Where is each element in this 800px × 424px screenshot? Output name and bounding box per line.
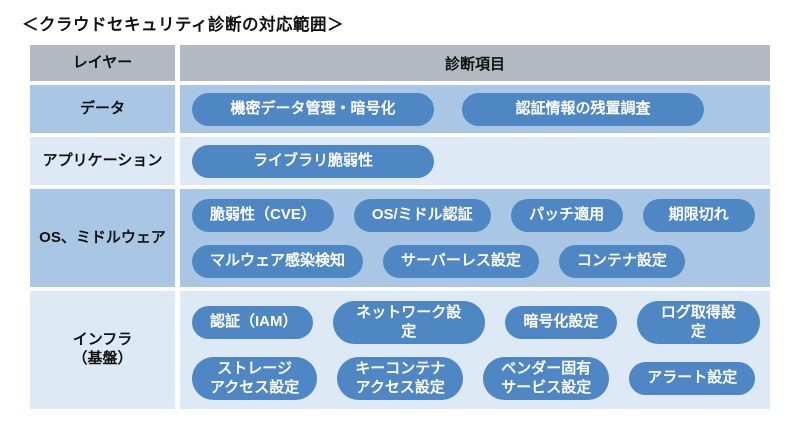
diagnosis-item-pill: OS/ミドル認証 [353,198,491,232]
items-cell-application: ライブラリ脆弱性 [180,137,770,185]
pill-row: ストレージ アクセス設定 キーコンテナ アクセス設定 ベンダー固有 サービス設定… [192,356,760,400]
diagnosis-item-pill: アラート設定 [629,361,756,395]
table-row-infrastructure: インフラ （基盤） 認証（IAM） ネットワーク設定 暗号化設定 ログ取得設定 … [30,291,770,409]
diagnosis-item-pill: ネットワーク設定 [332,300,485,344]
table-row-data: データ 機密データ管理・暗号化 認証情報の残置調査 [30,85,770,133]
diagnosis-item-pill: マルウェア感染検知 [192,244,364,278]
diagnosis-item-pill: 脆弱性（CVE） [192,198,334,232]
items-cell-os-middleware: 脆弱性（CVE） OS/ミドル認証 パッチ適用 期限切れ マルウェア感染検知 サ… [180,189,770,287]
diagnosis-item-pill: ログ取得設定 [636,300,760,344]
diagnosis-item-pill: サーバーレス設定 [383,244,539,278]
layer-label-os-middleware: OS、ミドルウェア [30,189,175,287]
diagnosis-item-pill: キーコンテナ アクセス設定 [337,356,464,400]
pill-row: ライブラリ脆弱性 [192,144,760,178]
diagnosis-item-pill: ストレージ アクセス設定 [192,356,318,400]
page-title: ＜クラウドセキュリティ診断の対応範囲＞ [22,16,345,34]
diagnosis-item-pill: 認証（IAM） [192,305,313,339]
column-header-items: 診断項目 [180,45,770,81]
diagnosis-item-pill: 機密データ管理・暗号化 [192,92,434,126]
layer-label-infrastructure: インフラ （基盤） [30,291,175,409]
diagnosis-item-pill: ライブラリ脆弱性 [192,144,434,178]
diagnosis-item-pill: パッチ適用 [510,198,623,232]
table-header-row: レイヤー 診断項目 [30,45,770,81]
pill-row: 機密データ管理・暗号化 認証情報の残置調査 [192,92,760,126]
layer-label-data: データ [30,85,175,133]
pill-row: 認証（IAM） ネットワーク設定 暗号化設定 ログ取得設定 [192,300,760,344]
items-cell-data: 機密データ管理・暗号化 認証情報の残置調査 [180,85,770,133]
items-cell-infrastructure: 認証（IAM） ネットワーク設定 暗号化設定 ログ取得設定 ストレージ アクセス… [180,291,770,409]
coverage-table: レイヤー 診断項目 データ 機密データ管理・暗号化 認証情報の残置調査 アプリケ… [30,45,770,409]
diagnosis-item-pill: 暗号化設定 [504,305,617,339]
column-header-layer: レイヤー [30,45,175,81]
table-row-os-middleware: OS、ミドルウェア 脆弱性（CVE） OS/ミドル認証 パッチ適用 期限切れ マ… [30,189,770,287]
pill-row: マルウェア感染検知 サーバーレス設定 コンテナ設定 [192,244,760,278]
diagnosis-item-pill: 認証情報の残置調査 [462,92,704,126]
pill-row: 脆弱性（CVE） OS/ミドル認証 パッチ適用 期限切れ [192,198,760,232]
diagnosis-item-pill: コンテナ設定 [558,244,685,278]
diagnosis-item-pill: ベンダー固有 サービス設定 [483,356,610,400]
diagnosis-item-pill: 期限切れ [642,198,755,232]
table-row-application: アプリケーション ライブラリ脆弱性 [30,137,770,185]
layer-label-application: アプリケーション [30,137,175,185]
